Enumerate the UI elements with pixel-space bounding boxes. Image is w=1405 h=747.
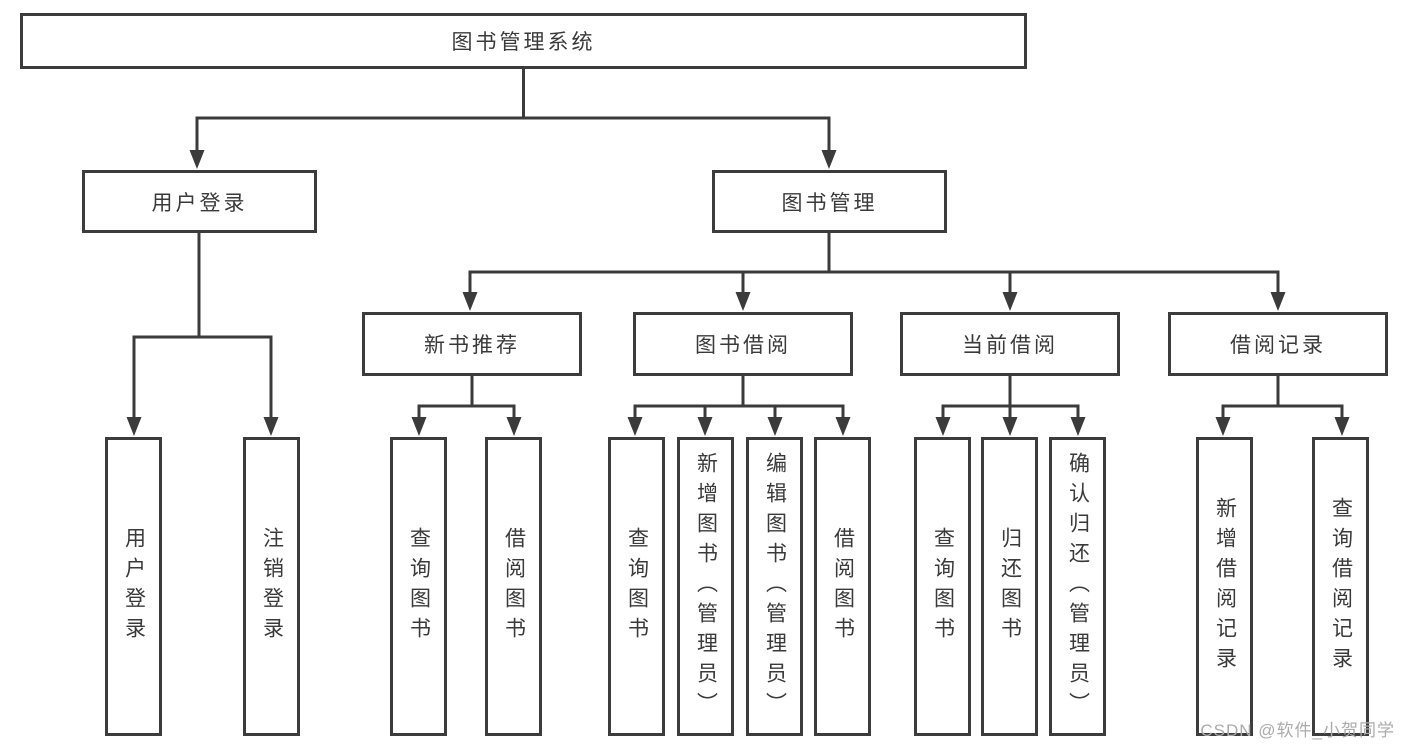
arrowhead-icons bbox=[126, 150, 1350, 436]
node-library-management-system: 图书管理系统 bbox=[20, 13, 1027, 69]
node-new-book-recommendation: 新书推荐 bbox=[362, 312, 582, 376]
leaf-user-login: 用户登录 bbox=[105, 437, 162, 736]
node-borrowing-records: 借阅记录 bbox=[1168, 312, 1388, 376]
leaf-records-query-borrow-record: 查询借阅记录 bbox=[1312, 437, 1369, 736]
connector-paths bbox=[132, 66, 1344, 420]
leaf-current-confirm-return-admin: 确认归还（管理员） bbox=[1049, 437, 1106, 736]
node-book-borrowing: 图书借阅 bbox=[633, 312, 853, 376]
node-user-login-branch: 用户登录 bbox=[82, 170, 317, 233]
leaf-newbook-query-books: 查询图书 bbox=[390, 437, 447, 736]
node-book-management-branch: 图书管理 bbox=[712, 170, 947, 233]
leaf-logout: 注销登录 bbox=[243, 437, 300, 736]
leaf-borrowing-add-book-admin: 新增图书（管理员） bbox=[677, 437, 734, 736]
csdn-watermark: CSDN @软件_小贺同学 bbox=[1200, 721, 1395, 740]
leaf-borrowing-borrow-books: 借阅图书 bbox=[814, 437, 871, 736]
leaf-current-query-books: 查询图书 bbox=[914, 437, 971, 736]
leaf-records-add-borrow-record: 新增借阅记录 bbox=[1196, 437, 1253, 736]
leaf-borrowing-edit-book-admin: 编辑图书（管理员） bbox=[746, 437, 803, 736]
leaf-newbook-borrow-books: 借阅图书 bbox=[485, 437, 542, 736]
leaf-borrowing-query-books: 查询图书 bbox=[608, 437, 665, 736]
node-current-borrowing: 当前借阅 bbox=[900, 312, 1120, 376]
leaf-current-return-books: 归还图书 bbox=[981, 437, 1038, 736]
